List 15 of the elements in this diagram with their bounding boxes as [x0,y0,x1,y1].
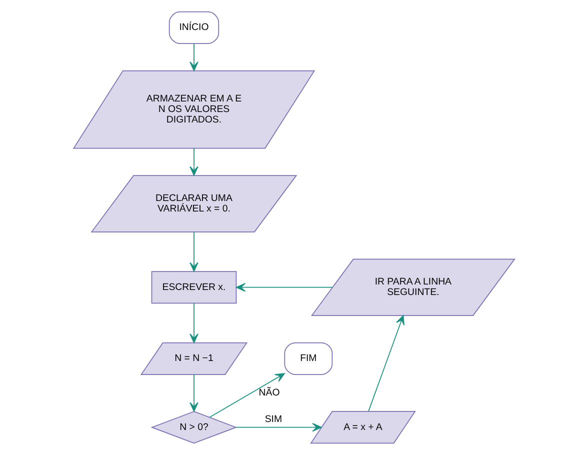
node-box: FIM [284,342,333,375]
arrow [190,302,198,344]
arrow [190,232,198,272]
arrow [368,315,404,412]
node-box: ESCREVER x. [151,271,237,304]
arrow [190,148,198,176]
arrow [236,422,322,432]
node-box: INÍCIO [168,11,220,44]
edge-label: SIM [264,414,282,425]
arrow [190,43,198,72]
arrow [190,374,198,412]
arrow [236,282,333,292]
arrow [209,373,285,418]
node-diamond: N > 0? [150,411,238,444]
edge-label: NÃO [258,387,280,398]
